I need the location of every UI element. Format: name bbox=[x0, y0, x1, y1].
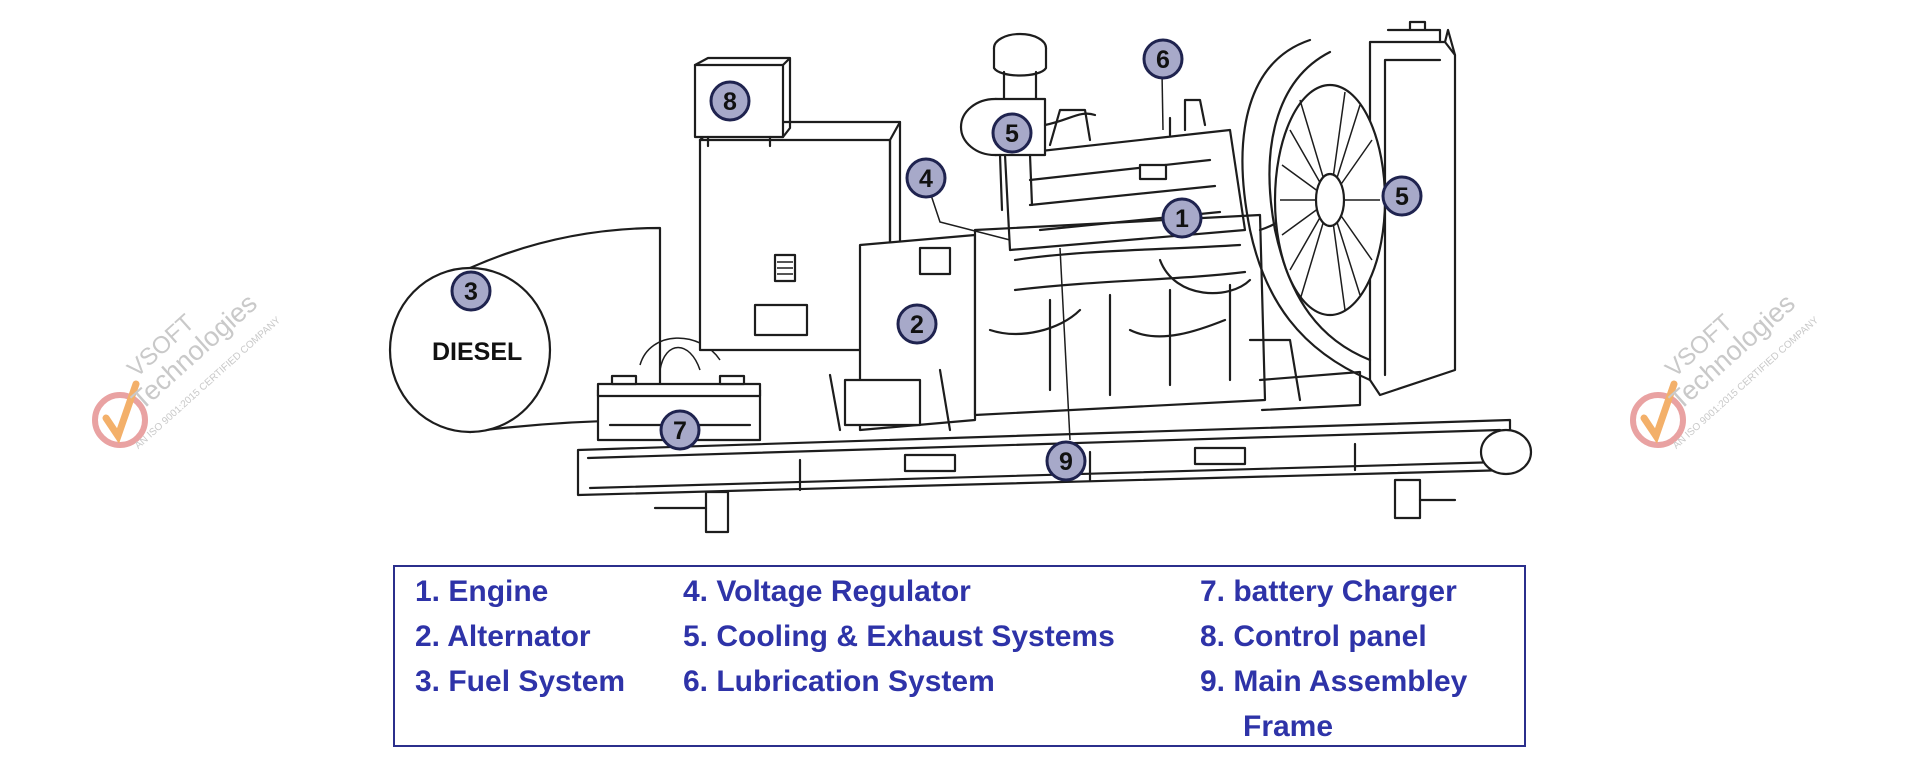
legend-box: 1. Engine 2. Alternator 3. Fuel System 4… bbox=[393, 565, 1526, 747]
callout-number: 6 bbox=[1156, 46, 1170, 74]
callout-number: 3 bbox=[464, 278, 478, 306]
callout-1: 1 bbox=[1161, 197, 1203, 239]
callout-4: 4 bbox=[905, 157, 947, 199]
legend-item-main-frame-cont: Frame bbox=[1243, 710, 1334, 743]
watermark-logo-check bbox=[102, 380, 140, 444]
legend-item-control-panel: 8. Control panel bbox=[1200, 620, 1427, 653]
fuel-tank-label: DIESEL bbox=[432, 338, 522, 366]
callout-number: 4 bbox=[919, 165, 933, 193]
radiator bbox=[1241, 20, 1457, 412]
legend-item-engine: 1. Engine bbox=[415, 575, 549, 608]
callout-5-exhaust: 5 bbox=[991, 112, 1033, 154]
watermark-logo-ring bbox=[92, 392, 148, 448]
callout-2: 2 bbox=[896, 303, 938, 345]
watermark-logo-ring bbox=[1630, 392, 1686, 448]
legend-item-alternator: 2. Alternator bbox=[415, 620, 591, 653]
legend-item-voltage-regulator: 4. Voltage Regulator bbox=[683, 575, 971, 608]
legend-item-main-frame: 9. Main Assembley bbox=[1200, 665, 1468, 698]
callout-9: 9 bbox=[1045, 440, 1087, 482]
callout-number: 8 bbox=[723, 88, 737, 116]
legend-item-lubrication: 6. Lubrication System bbox=[683, 665, 995, 698]
watermark-left: VSOFT Technologies AN ISO 9001:2015 CERT… bbox=[92, 288, 283, 452]
callout-number: 1 bbox=[1175, 205, 1189, 233]
callout-number: 9 bbox=[1059, 448, 1073, 476]
callout-number: 5 bbox=[1395, 183, 1409, 211]
callout-number: 7 bbox=[673, 417, 687, 445]
legend-item-battery-charger: 7. battery Charger bbox=[1200, 575, 1457, 608]
callout-number: 2 bbox=[910, 311, 924, 339]
callout-5-radiator: 5 bbox=[1381, 175, 1423, 217]
legend-item-fuel-system: 3. Fuel System bbox=[415, 665, 626, 698]
callout-8: 8 bbox=[709, 80, 751, 122]
legend-item-cooling-exhaust: 5. Cooling & Exhaust Systems bbox=[683, 620, 1115, 653]
cooling-fan bbox=[1273, 83, 1387, 317]
base-frame bbox=[576, 418, 1533, 534]
watermark-right: VSOFT Technologies AN ISO 9001:2015 CERT… bbox=[1630, 288, 1821, 452]
callout-7: 7 bbox=[659, 409, 701, 451]
callout-3: 3 bbox=[450, 270, 492, 312]
callout-6: 6 bbox=[1142, 38, 1184, 80]
engine bbox=[973, 98, 1322, 417]
callout-number: 5 bbox=[1005, 120, 1019, 148]
watermark-logo-check bbox=[1640, 380, 1678, 444]
